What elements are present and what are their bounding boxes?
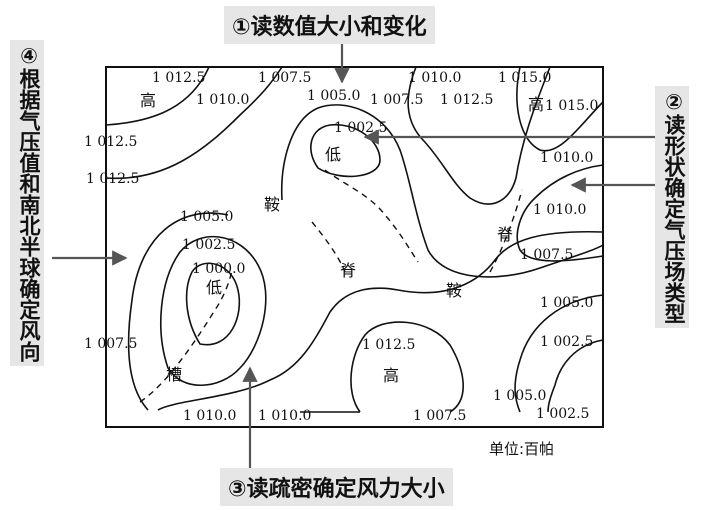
isobar-line bbox=[105, 66, 210, 126]
isobar-label: 1 012.5 bbox=[440, 92, 493, 108]
callout-bottom: ③读疏密确定风力大小 bbox=[220, 468, 453, 506]
isobar-label: 1 012.5 bbox=[84, 134, 137, 150]
isobar-line bbox=[160, 235, 267, 387]
isobar-label: 1 005.0 bbox=[180, 209, 233, 225]
trough-line bbox=[139, 269, 233, 403]
isobar-label: 1 012.5 bbox=[86, 171, 139, 187]
unit-label: 单位:百帕 bbox=[489, 440, 555, 458]
isobar-label: 1 007.5 bbox=[258, 70, 311, 86]
ridge-line bbox=[311, 221, 346, 273]
map-frame bbox=[105, 66, 604, 428]
isobar-label: 1 012.5 bbox=[152, 70, 205, 86]
isobar-label: 1 010.0 bbox=[196, 92, 249, 108]
isobar-line bbox=[516, 66, 604, 152]
feature-label: 高 bbox=[140, 91, 156, 110]
isobar-line bbox=[280, 104, 604, 278]
isobar-line bbox=[407, 66, 551, 205]
isobar-label: 1 010.0 bbox=[408, 70, 461, 86]
isobar-label: 1 007.5 bbox=[520, 247, 573, 263]
isobar-label: 1 000.0 bbox=[192, 261, 245, 277]
isobar-line bbox=[514, 294, 604, 413]
isobar-line bbox=[105, 66, 283, 180]
isobar-line bbox=[185, 262, 241, 346]
trough-line bbox=[324, 169, 419, 263]
isobar-line bbox=[350, 321, 464, 413]
isobar-label: 1 015.0 bbox=[545, 98, 598, 114]
isobar-line bbox=[127, 212, 229, 411]
callout-right: ②读形状确定气压场类型 bbox=[655, 86, 689, 328]
feature-label: 鞍 bbox=[446, 281, 462, 300]
feature-label: 脊 bbox=[497, 225, 513, 244]
isobar-label: 1 007.5 bbox=[413, 408, 466, 424]
isobar-label: 1 015.0 bbox=[498, 70, 551, 86]
feature-label: 低 bbox=[206, 278, 222, 297]
isobar-label: 1 010.0 bbox=[258, 408, 311, 424]
isobar-label: 1 002.5 bbox=[334, 120, 387, 136]
ridge-line bbox=[489, 189, 523, 273]
isobar-label: 1 002.5 bbox=[536, 406, 589, 422]
isobar-label: 1 005.0 bbox=[307, 88, 360, 104]
callout-top: ①读数值大小和变化 bbox=[224, 6, 435, 44]
isobar-label: 1 002.5 bbox=[182, 237, 235, 253]
isobar-line bbox=[516, 164, 604, 262]
feature-label: 槽 bbox=[166, 365, 182, 384]
feature-label: 脊 bbox=[340, 261, 356, 280]
isobar-label: 1 010.0 bbox=[540, 150, 593, 166]
isobar-line bbox=[547, 339, 604, 413]
axis-lines bbox=[139, 169, 523, 403]
isobar-label: 1 002.5 bbox=[540, 334, 593, 350]
isobar-label: 1 005.0 bbox=[493, 388, 546, 404]
isobar-label: 1 005.0 bbox=[540, 295, 593, 311]
feature-label: 低 bbox=[325, 145, 341, 164]
isobars bbox=[105, 66, 604, 413]
isobar-label: 1 010.0 bbox=[183, 408, 236, 424]
callout-arrows bbox=[52, 42, 655, 468]
isobar-label: 1 010.0 bbox=[533, 202, 586, 218]
feature-label: 高 bbox=[383, 366, 399, 385]
callout-left: ④根据气压值和南北半球确定风向 bbox=[10, 40, 44, 366]
isobar-label: 1 007.5 bbox=[370, 92, 423, 108]
feature-label: 高 bbox=[528, 95, 544, 114]
isobar-label-group: 1 012.5 1 007.5 1 010.0 1 005.0 1 010.0 1 015… bbox=[84, 70, 598, 424]
isobar-label: 1 007.5 bbox=[84, 336, 137, 352]
isobar-label: 1 012.5 bbox=[362, 337, 415, 353]
feature-label-group: 高低高鞍脊脊鞍低槽高 bbox=[140, 91, 544, 385]
isobar-line bbox=[157, 230, 604, 411]
feature-label: 鞍 bbox=[264, 195, 280, 214]
